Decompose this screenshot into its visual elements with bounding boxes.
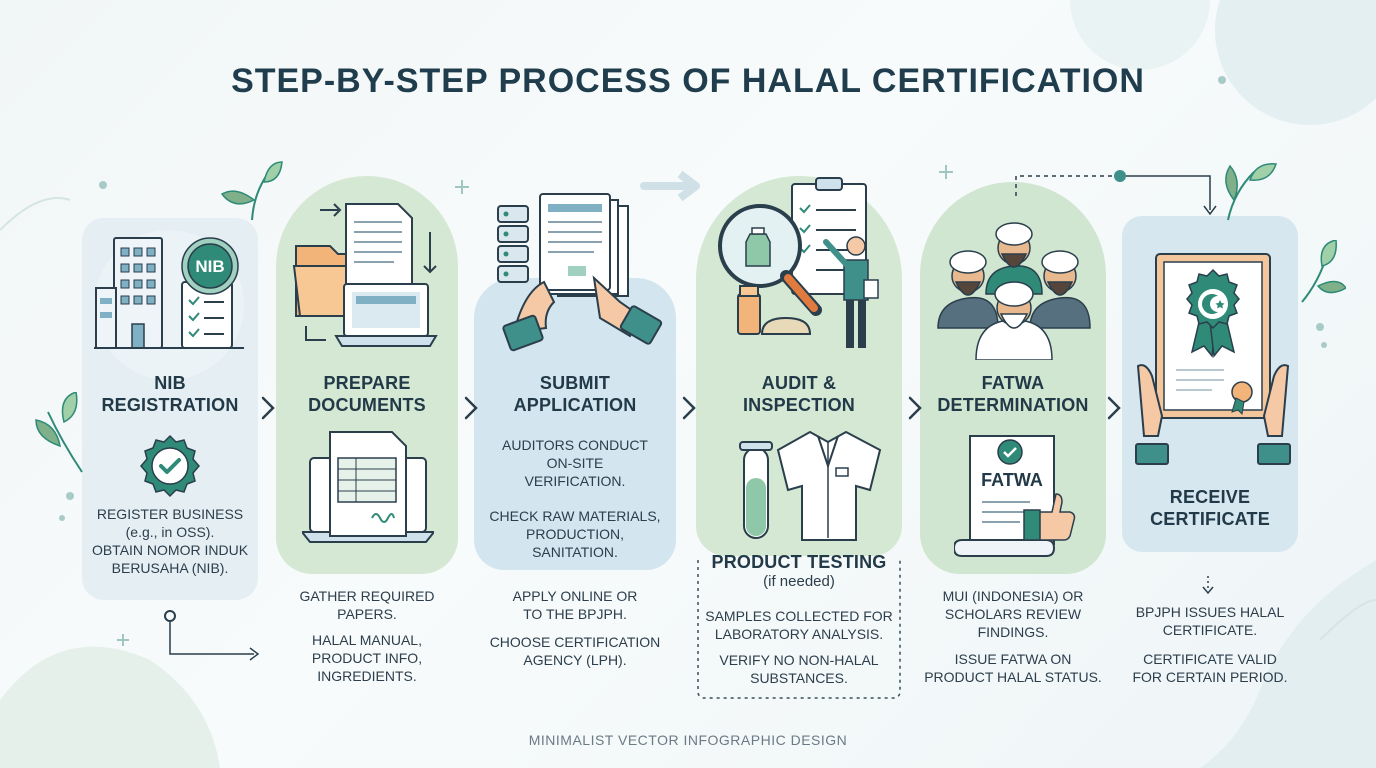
docs-desc1-line1: GATHER REQUIRED xyxy=(299,588,435,604)
audit-desc2-line1: VERIFY NO NON-HALAL xyxy=(719,652,879,668)
building-icon xyxy=(94,237,244,349)
connector-arrow-down xyxy=(1202,576,1214,595)
decor-dots xyxy=(59,76,1327,521)
connector-arrow-bottom-left xyxy=(164,610,260,661)
magnifier-checklist-icon xyxy=(718,177,879,348)
documents-folder-icon xyxy=(292,203,438,347)
receive-heading-line1: RECEIVE xyxy=(1169,487,1251,507)
nib-heading-line2: REGISTRATION xyxy=(101,395,239,415)
fatwa-desc1-line3: FINDINGS. xyxy=(977,624,1049,640)
audit-desc1-line2: LABORATORY ANALYSIS. xyxy=(714,626,884,642)
fatwa-document-icon xyxy=(954,435,1076,557)
submit-heading-line1: SUBMIT xyxy=(539,373,611,393)
fatwa-desc1-line2: SCHOLARS REVIEW xyxy=(944,606,1082,622)
nib-heading-line1: NIB xyxy=(154,373,186,393)
leaf-icon xyxy=(35,392,83,473)
submit-heading-line2: APPLICATION xyxy=(513,395,637,415)
submit-desc2-line1: CHECK RAW MATERIALS, xyxy=(489,508,661,524)
chevron-right-icon xyxy=(261,396,275,420)
submit-desc4-line1: CHOOSE CERTIFICATION xyxy=(489,634,661,650)
laptop-spreadsheet-icon xyxy=(302,431,434,543)
audit-heading-line2: INSPECTION xyxy=(742,395,855,415)
nib-badge-icon xyxy=(181,237,239,295)
receive-desc1-line2: CERTIFICATE. xyxy=(1162,622,1258,638)
submit-desc1-line2: ON-SITE xyxy=(546,455,604,471)
connector-arrow-top-right xyxy=(1015,170,1217,216)
leaf-icon xyxy=(220,161,283,221)
nib-desc-line3: OBTAIN NOMOR INDUK xyxy=(91,542,249,558)
nib-desc-line4: BERUSAHA (NIB). xyxy=(111,560,229,576)
receive-heading-line2: CERTIFICATE xyxy=(1150,509,1270,529)
chevron-right-icon xyxy=(1107,396,1121,420)
sparkle-icons xyxy=(117,165,953,646)
docs-desc2-line2: PRODUCT INFO, xyxy=(311,650,423,666)
submit-desc1-line1: AUDITORS CONDUCT xyxy=(502,437,648,453)
seal-check-icon xyxy=(140,434,200,498)
submit-desc3-line2: TO THE BPJPH. xyxy=(523,606,627,622)
submit-desc4-line2: AGENCY (LPH). xyxy=(523,652,627,668)
test-tube-labcoat-icon xyxy=(739,430,882,541)
testing-note: (if needed) xyxy=(763,573,835,590)
chevron-right-icon xyxy=(682,396,696,420)
docs-heading-line1: PREPARE xyxy=(323,373,411,393)
fatwa-heading-line2: DETERMINATION xyxy=(937,395,1089,415)
receive-desc2-line2: FOR CERTAIN PERIOD. xyxy=(1132,669,1288,685)
fatwa-desc2-line1: ISSUE FATWA ON xyxy=(954,651,1072,667)
fatwa-doc-label: FATWA xyxy=(981,470,1043,490)
submit-desc3-line1: APPLY ONLINE OR xyxy=(512,588,638,604)
docs-desc2-line3: INGREDIENTS. xyxy=(317,668,417,684)
leaf-icon xyxy=(1225,163,1278,221)
nib-desc-line1: REGISTER BUSINESS xyxy=(96,506,244,522)
testing-heading: PRODUCT TESTING xyxy=(711,552,887,572)
receive-desc1-line1: BPJPH ISSUES HALAL xyxy=(1135,604,1285,620)
leaf-icon xyxy=(1301,240,1346,303)
submit-desc2-line3: SANITATION. xyxy=(532,544,618,560)
audit-desc1-line1: SAMPLES COLLECTED FOR xyxy=(705,608,893,624)
certificate-hands-icon xyxy=(1135,253,1291,465)
submit-desc1-line3: VERIFICATION. xyxy=(524,473,626,489)
footer-caption: MINIMALIST VECTOR INFOGRAPHIC DESIGN xyxy=(528,732,848,748)
submit-hands-document-icon xyxy=(497,193,663,352)
audit-heading-line1: AUDIT & xyxy=(761,373,837,393)
submit-desc2-line2: PRODUCTION, xyxy=(526,526,624,542)
testing-dashed-box xyxy=(697,560,901,699)
nib-desc-line2: (e.g., in OSS). xyxy=(125,524,215,540)
fatwa-desc1-line1: MUI (INDONESIA) OR xyxy=(942,588,1084,604)
nib-badge-label: NIB xyxy=(195,257,225,276)
docs-desc2-line1: HALAL MANUAL, xyxy=(312,632,422,648)
scholars-group-icon xyxy=(937,222,1091,360)
docs-desc1-line2: PAPERS. xyxy=(337,606,397,622)
fatwa-desc2-line2: PRODUCT HALAL STATUS. xyxy=(924,669,1102,685)
audit-desc2-line2: SUBSTANCES. xyxy=(750,670,848,686)
chevron-right-icon xyxy=(908,396,922,420)
docs-heading-line2: DOCUMENTS xyxy=(308,395,426,415)
chevron-right-icon xyxy=(464,396,478,420)
receive-desc2-line1: CERTIFICATE VALID xyxy=(1143,651,1277,667)
fatwa-heading-line1: FATWA xyxy=(981,373,1045,393)
page-title: STEP-BY-STEP PROCESS OF HALAL CERTIFICAT… xyxy=(231,62,1145,100)
